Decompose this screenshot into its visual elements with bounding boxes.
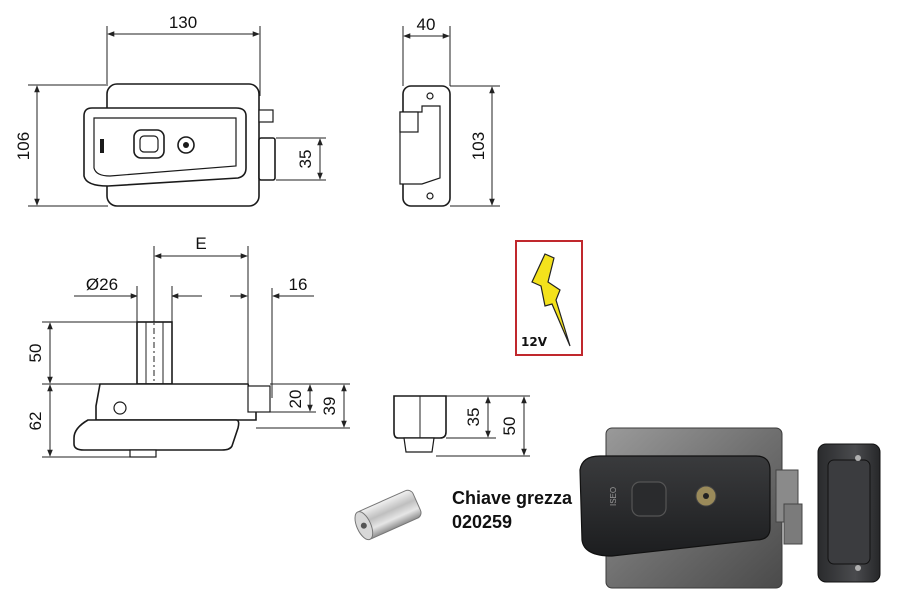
keyhole-center: [183, 142, 189, 148]
key-cylinder-keyway: [360, 522, 367, 529]
voltage-label: 12V: [521, 335, 548, 349]
side-section-view: 35 50: [393, 395, 530, 457]
top-view: E Ø26 16 50 62: [26, 234, 350, 458]
photo-cover: [579, 455, 771, 557]
cover-foot: [129, 449, 157, 458]
dimension-50-side-text: 50: [500, 417, 519, 436]
dimension-39-text: 39: [320, 397, 339, 416]
latch-bolt: [258, 137, 276, 181]
side-view: 40 103: [399, 15, 500, 207]
photo-side-screw: [855, 565, 861, 571]
cover-profile: [73, 419, 240, 451]
body-screw: [113, 401, 127, 415]
dimension-106-text: 106: [14, 132, 33, 160]
dimension-130-text: 130: [169, 13, 197, 32]
key-blank: Chiave grezza 020259: [354, 488, 573, 541]
product-photo: ISEO: [579, 427, 881, 589]
latch-profile: [247, 385, 271, 413]
photo-keyhole-center: [703, 493, 709, 499]
dimension-40-text: 40: [417, 15, 436, 34]
front-view: 130 106 35: [14, 13, 326, 207]
dimension-35-side-text: 35: [464, 408, 483, 427]
side-screw-bottom: [426, 192, 434, 200]
dimension-e-text: E: [195, 234, 206, 253]
photo-side-screw: [855, 455, 861, 461]
side-section-foot: [403, 437, 435, 453]
dimension-16-text: 16: [289, 275, 308, 294]
brand-mark: [100, 139, 104, 153]
dimension-35-front-text: 35: [296, 150, 315, 169]
dimension-20-text: 20: [286, 390, 305, 409]
lightning-bolt-icon: [531, 253, 571, 347]
deadbolt-stub: [258, 109, 274, 123]
dimension-50-text: 50: [26, 344, 45, 363]
key-caption: Chiave grezza: [452, 488, 573, 508]
voltage-badge: 12V: [515, 240, 583, 356]
side-screw-top: [426, 92, 434, 100]
cover-inner-panel: [93, 117, 237, 177]
photo-brand-engraving: ISEO: [609, 487, 618, 506]
photo-latch-lower: [783, 503, 803, 545]
photo-side-cover: [827, 459, 871, 565]
photo-push-button: [631, 481, 667, 517]
lock-body-profile: [95, 383, 257, 421]
dimension-103-text: 103: [469, 132, 488, 160]
key-code: 020259: [452, 512, 512, 532]
dimension-62-text: 62: [26, 412, 45, 431]
side-latch: [399, 111, 419, 133]
push-button-inner: [139, 135, 159, 153]
dimension-d26-text: Ø26: [86, 275, 118, 294]
